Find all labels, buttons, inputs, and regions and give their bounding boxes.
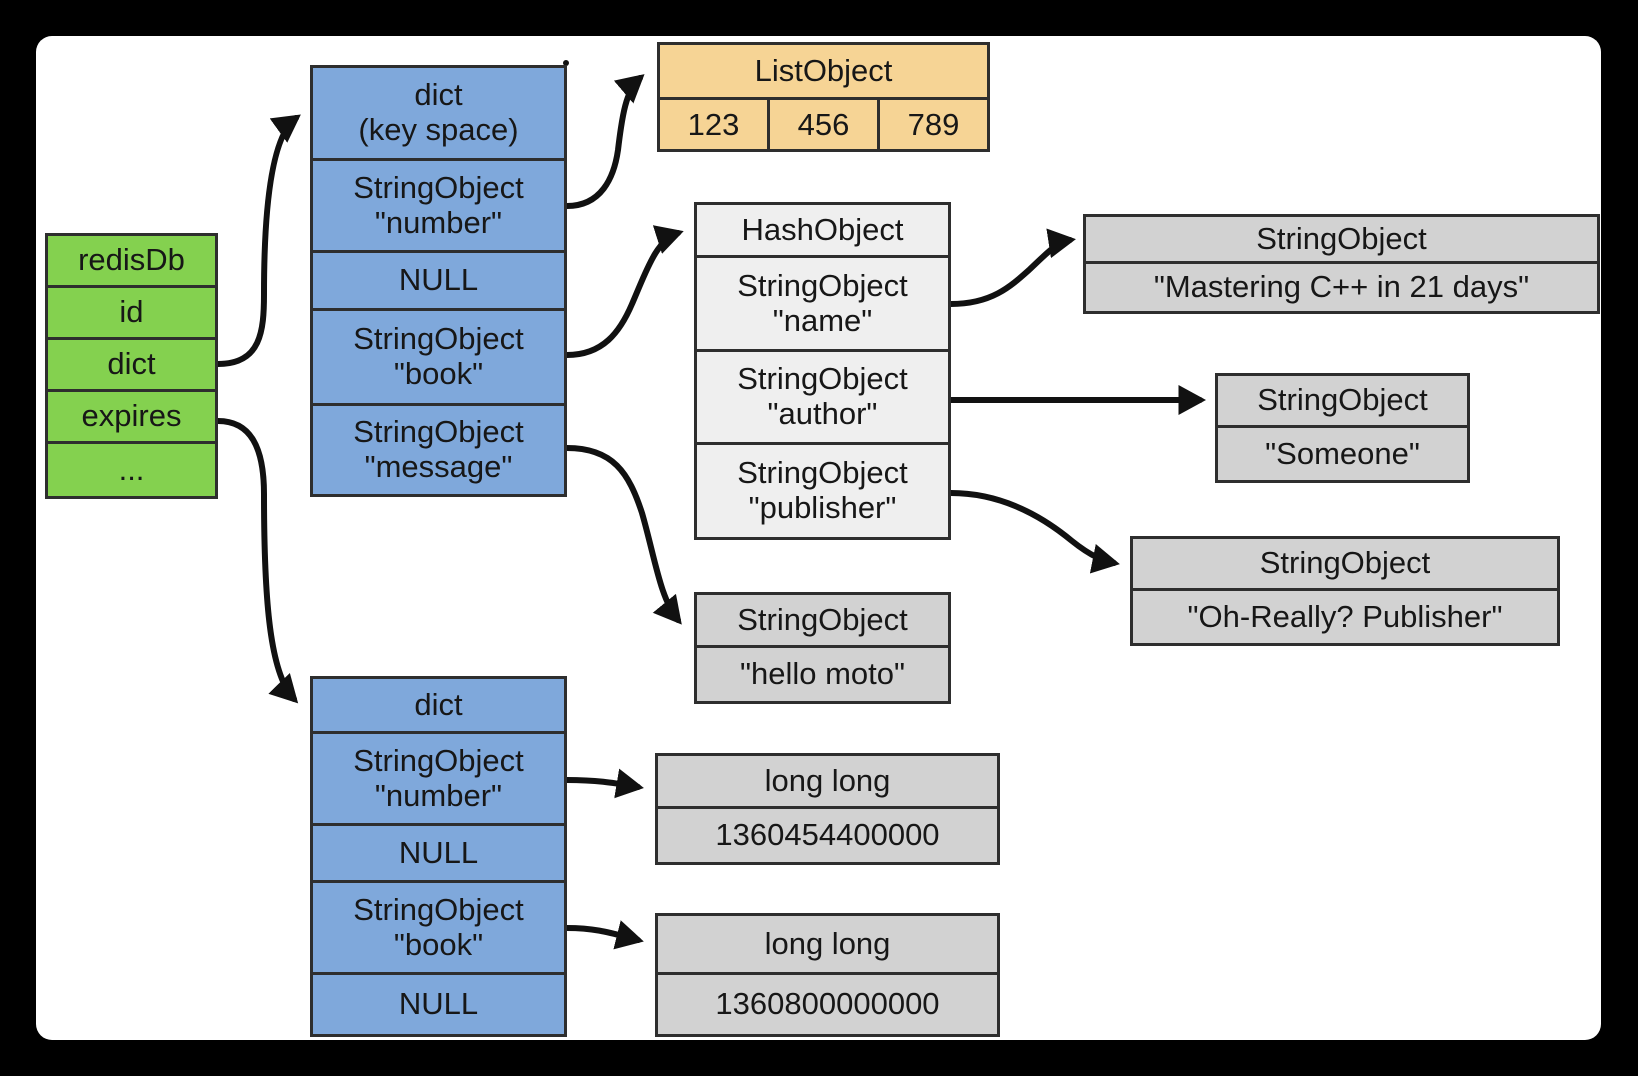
longlong-value-cell: 1360800000000 (715, 986, 940, 1022)
redisdb-title-cell: redisDb (48, 236, 215, 288)
keyspace-number-cell: StringObject "number" (313, 161, 564, 253)
stringobject-someone-box: StringObject "Someone" (1215, 373, 1470, 483)
longlong-value-cell: 1360454400000 (715, 817, 940, 853)
stringobject-value-cell: "hello moto" (739, 656, 906, 692)
expiresdict-null2-cell: NULL (398, 986, 479, 1022)
stringobject-value-cell: "Someone" (1265, 435, 1420, 471)
diagram-canvas: redisDb id dict expires ... dict (key sp… (36, 36, 1601, 1040)
redisdb-dict-cell: dict (48, 340, 215, 392)
keyspace-message-cell: StringObject "message" (353, 414, 524, 484)
listobject-title-cell: ListObject (660, 45, 987, 100)
arrow-book-to-hashobject (564, 225, 684, 358)
keyspace-null-cell: NULL (313, 253, 564, 311)
hashobject-box: HashObject StringObject "name" StringObj… (694, 202, 951, 540)
arrow-message-to-hellomoto (564, 445, 682, 625)
longlong-book-box: long long 1360800000000 (655, 913, 1000, 1037)
arrow-dict-to-keyspace (215, 114, 301, 367)
arrow-publisher-to-ohreally (948, 490, 1120, 574)
listobject-value-cell: 123 (660, 100, 770, 149)
redisdb-ellipsis-cell: ... (118, 451, 145, 487)
expiresdict-title-cell: dict (313, 679, 564, 734)
arrow-book2-to-longlong2 (564, 920, 644, 950)
arrows-layer (215, 74, 1207, 950)
stringobject-hellomoto-box: StringObject "hello moto" (694, 592, 951, 704)
expiresdict-null-cell: NULL (313, 826, 564, 883)
arrow-expires-to-expiresdict (215, 418, 299, 704)
listobject-box: ListObject 123 456 789 (657, 42, 990, 152)
longlong-number-box: long long 1360454400000 (655, 753, 1000, 865)
arrow-number-to-listobject (564, 74, 645, 209)
expiresdict-book-cell: StringObject "book" (313, 883, 564, 975)
stringobject-type-cell: StringObject (1218, 376, 1467, 428)
keyspace-book-cell: StringObject "book" (313, 311, 564, 406)
expires-dict-box: dict StringObject "number" NULL StringOb… (310, 676, 567, 1037)
listobject-values-row: 123 456 789 (660, 100, 987, 149)
arrow-name-to-mastering (948, 228, 1076, 307)
stringobject-type-cell: StringObject (1133, 539, 1557, 591)
hashobject-author-cell: StringObject "author" (697, 352, 948, 445)
speck-dot (563, 60, 569, 66)
stringobject-mastering-box: StringObject "Mastering C++ in 21 days" (1083, 214, 1600, 314)
stringobject-type-cell: StringObject (1086, 217, 1597, 264)
hashobject-title-cell: HashObject (697, 205, 948, 258)
hashobject-publisher-cell: StringObject "publisher" (737, 455, 908, 525)
stringobject-value-cell: "Oh-Really? Publisher" (1187, 598, 1503, 634)
stringobject-type-cell: StringObject (697, 595, 948, 648)
redisdb-id-cell: id (48, 288, 215, 340)
keyspace-dict-box: dict (key space) StringObject "number" N… (310, 65, 567, 497)
redisdb-struct-box: redisDb id dict expires ... (45, 233, 218, 499)
hashobject-name-cell: StringObject "name" (697, 258, 948, 352)
redisdb-expires-cell: expires (48, 392, 215, 444)
longlong-type-cell: long long (658, 916, 997, 975)
stringobject-value-cell: "Mastering C++ in 21 days" (1153, 269, 1530, 305)
keyspace-title-cell: dict (key space) (313, 68, 564, 161)
longlong-type-cell: long long (658, 756, 997, 809)
expiresdict-number-cell: StringObject "number" (313, 734, 564, 826)
stringobject-ohreally-box: StringObject "Oh-Really? Publisher" (1130, 536, 1560, 646)
arrow-number2-to-longlong1 (564, 768, 644, 799)
listobject-value-cell: 456 (770, 100, 880, 149)
listobject-value-cell: 789 (907, 106, 960, 142)
